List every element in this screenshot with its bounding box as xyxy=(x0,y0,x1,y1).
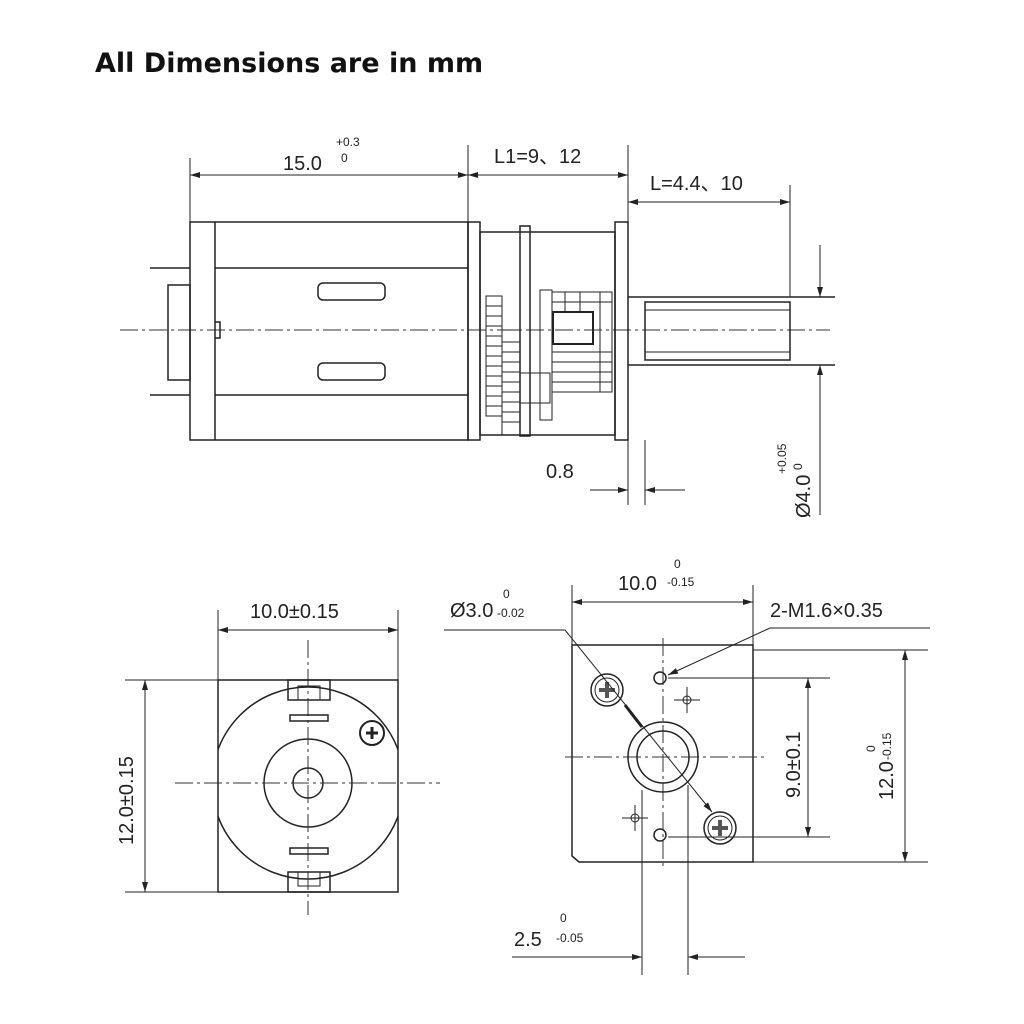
front-view: 10.0 0 -0.15 Ø3.0 0 -0.02 2-M1.6×0.35 9.… xyxy=(444,557,930,975)
svg-text:0: 0 xyxy=(341,151,348,165)
front-width-dim: 10.0 xyxy=(618,573,657,595)
body-length-dim: 15.0 xyxy=(283,153,322,175)
screw-icon xyxy=(359,720,385,746)
gearbox-body xyxy=(479,231,616,436)
shaft-diameter-dim: Ø4.0 xyxy=(793,475,815,518)
svg-text:0: 0 xyxy=(503,587,510,601)
terminal-tab xyxy=(287,679,331,701)
side-view: 15.0 +0.3 0 L1=9、12 L=4.4、10 0.8 Ø4.0 +0… xyxy=(120,135,835,518)
page-title: All Dimensions are in mm xyxy=(95,48,483,79)
boss-diameter-dim: Ø3.0 xyxy=(450,600,493,622)
motor-body xyxy=(189,221,469,441)
svg-text:0: 0 xyxy=(864,745,878,752)
gear-plate xyxy=(519,225,531,437)
svg-text:0: 0 xyxy=(791,463,805,470)
flange-thickness-dim: 0.8 xyxy=(546,461,574,483)
end-cap xyxy=(167,284,191,381)
output-shaft xyxy=(644,301,791,361)
svg-text:-0.15: -0.15 xyxy=(667,575,695,589)
gearbox-length-dim: L1=9、12 xyxy=(494,146,581,168)
output-boss xyxy=(627,721,699,793)
svg-text:-0.05: -0.05 xyxy=(556,931,584,945)
svg-text:+0.05: +0.05 xyxy=(775,443,789,474)
rear-view: 10.0±0.15 12.0±0.15 xyxy=(116,601,440,915)
terminal-tab xyxy=(287,871,331,893)
svg-text:-0.02: -0.02 xyxy=(497,606,525,620)
output-flange xyxy=(614,221,629,441)
crosshair-icon xyxy=(622,687,700,831)
svg-text:0: 0 xyxy=(560,911,567,925)
mount-hole xyxy=(653,671,667,685)
svg-text:+0.3: +0.3 xyxy=(336,135,360,149)
vent-slot xyxy=(317,282,386,301)
rear-height-dim: 12.0±0.15 xyxy=(116,756,138,845)
hole-spacing-dim: 9.0±0.1 xyxy=(783,731,805,798)
screw-icon xyxy=(590,673,624,707)
mount-holes-label: 2-M1.6×0.35 xyxy=(770,600,883,622)
shaft-flat-dim: 2.5 xyxy=(514,929,542,951)
rear-width-dim: 10.0±0.15 xyxy=(250,601,339,623)
front-height-dim: 12.0 xyxy=(876,761,898,800)
gearbox-flange xyxy=(467,221,481,441)
mount-hole xyxy=(653,828,667,842)
vent-slot xyxy=(317,362,386,381)
front-housing xyxy=(571,644,754,863)
screw-icon xyxy=(703,811,737,845)
svg-text:0: 0 xyxy=(674,557,681,571)
shaft-length-dim: L=4.4、10 xyxy=(650,173,743,195)
gears xyxy=(485,289,613,436)
svg-text:-0.15: -0.15 xyxy=(880,732,894,760)
